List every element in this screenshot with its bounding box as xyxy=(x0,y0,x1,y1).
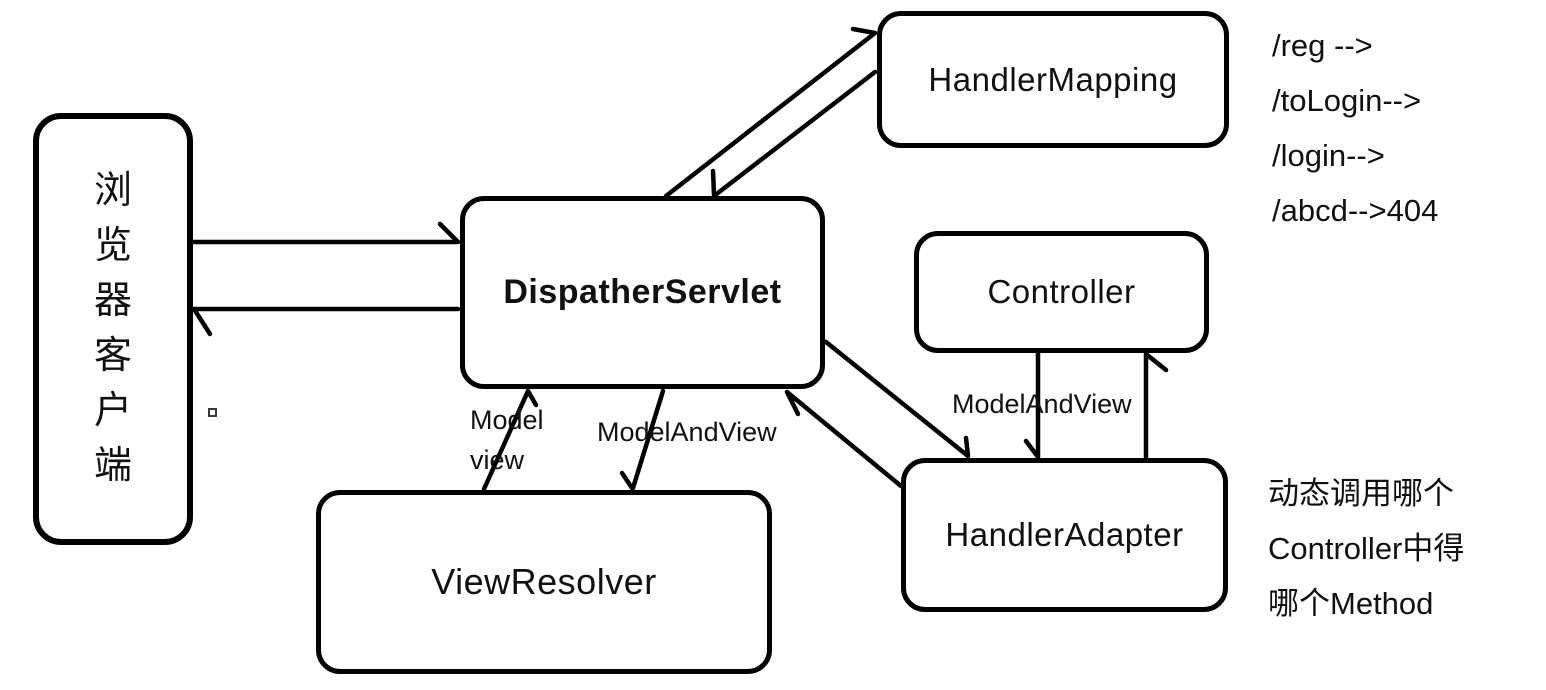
dispatcher-servlet-box: DispatherServlet xyxy=(460,196,825,389)
handler-mapping-box: HandlerMapping xyxy=(877,11,1229,148)
view-resolver-box: ViewResolver xyxy=(316,490,772,674)
browser-label-char: 端 xyxy=(93,445,132,487)
handler-adapter-box: HandlerAdapter xyxy=(901,458,1228,612)
browser-client-box: 浏 览 器 客 户 端 xyxy=(33,113,193,545)
edge-label-modelandview-viewresolver: ModelAndView xyxy=(597,417,777,447)
adapter-note-line: Controller中得 xyxy=(1268,531,1465,566)
arrow-handlermapping-to-dispatcher xyxy=(710,69,878,199)
arrow-handleradapter-to-dispatcher xyxy=(784,389,904,489)
arrow-viewresolver-to-dispatcher xyxy=(481,388,539,492)
browser-label-char: 器 xyxy=(93,280,132,322)
route-line: /login--> xyxy=(1272,138,1385,173)
edge-label-view: view xyxy=(470,445,525,475)
view-resolver-label: ViewResolver xyxy=(431,561,657,602)
handler-adapter-note: 动态调用哪个 Controller中得 哪个Method xyxy=(1268,466,1464,631)
arrow-dispatcher-to-browser xyxy=(191,306,461,337)
adapter-note-line: 动态调用哪个 xyxy=(1268,476,1454,511)
arrow-dispatcher-to-handlermapping xyxy=(663,26,878,199)
adapter-note-line: 哪个Method xyxy=(1268,586,1434,621)
dispatcher-servlet-label: DispatherServlet xyxy=(503,273,782,311)
arrow-controller-to-handleradapter xyxy=(1023,350,1041,460)
browser-label-char: 客 xyxy=(93,335,132,377)
controller-label: Controller xyxy=(987,273,1136,310)
edge-label-model: Model xyxy=(470,405,544,435)
edge-label-modelandview-controller: ModelAndView xyxy=(952,389,1132,419)
arrow-dispatcher-to-handleradapter xyxy=(823,339,971,459)
route-line: /abcd-->404 xyxy=(1272,193,1439,228)
browser-label-char: 浏 xyxy=(93,170,132,212)
arrow-browser-to-dispatcher xyxy=(191,221,461,245)
route-line: /reg --> xyxy=(1272,28,1373,63)
handler-mapping-label: HandlerMapping xyxy=(928,60,1178,98)
arrow-handleradapter-to-controller xyxy=(1143,351,1169,460)
handler-adapter-label: HandlerAdapter xyxy=(945,516,1184,553)
browser-label-char: 户 xyxy=(93,390,132,432)
route-mapping-note: /reg --> /toLogin--> /login--> /abcd-->4… xyxy=(1272,18,1438,238)
controller-box: Controller xyxy=(914,231,1209,353)
route-line: /toLogin--> xyxy=(1272,83,1422,118)
browser-label-char: 览 xyxy=(93,225,132,267)
stray-square-mark xyxy=(208,408,217,417)
arrow-dispatcher-to-viewresolver xyxy=(619,388,666,491)
